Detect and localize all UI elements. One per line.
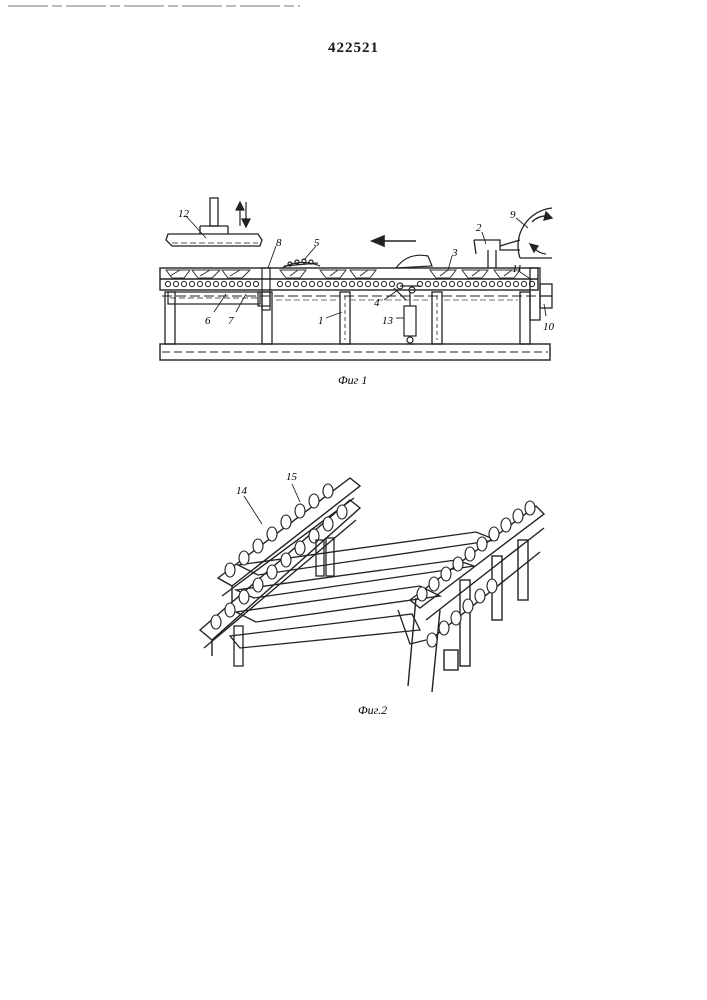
roller-rail-15 (200, 500, 360, 656)
label-13: 13 (382, 315, 394, 327)
label-1: 1 (318, 315, 324, 327)
end-drive-10 (530, 268, 552, 320)
label-7: 7 (228, 315, 234, 327)
figure-2-caption: Фиг.2 (358, 703, 387, 717)
figure-1-caption: Фиг 1 (338, 373, 367, 387)
label-8: 8 (276, 237, 282, 249)
right-rail-rollers (417, 501, 535, 647)
label-6: 6 (205, 315, 211, 327)
label-11: 11 (512, 263, 522, 275)
label-3: 3 (451, 247, 458, 259)
label-10: 10 (543, 321, 555, 333)
label-12: 12 (178, 208, 190, 220)
workpieces (166, 270, 520, 278)
base-frame (160, 344, 550, 360)
up-down-arrows-icon (236, 202, 250, 227)
label-9: 9 (510, 209, 516, 221)
label-5: 5 (314, 237, 320, 249)
roller-row (165, 281, 534, 286)
figure-2-drawing: 14 15 Фиг.2 (0, 460, 707, 760)
direction-arrow-icon (372, 236, 416, 246)
figure-1-drawing: 12 8 5 3 2 9 11 10 4 13 6 7 1 Фиг 1 (0, 0, 707, 420)
label-4: 4 (374, 297, 380, 309)
label-2: 2 (476, 222, 482, 234)
disk-9 (518, 208, 552, 258)
pivot-flap-4 (394, 255, 432, 300)
support-bars (230, 532, 496, 648)
label-15: 15 (286, 471, 298, 483)
chain-segment-5 (282, 259, 320, 268)
label-14: 14 (236, 485, 248, 497)
